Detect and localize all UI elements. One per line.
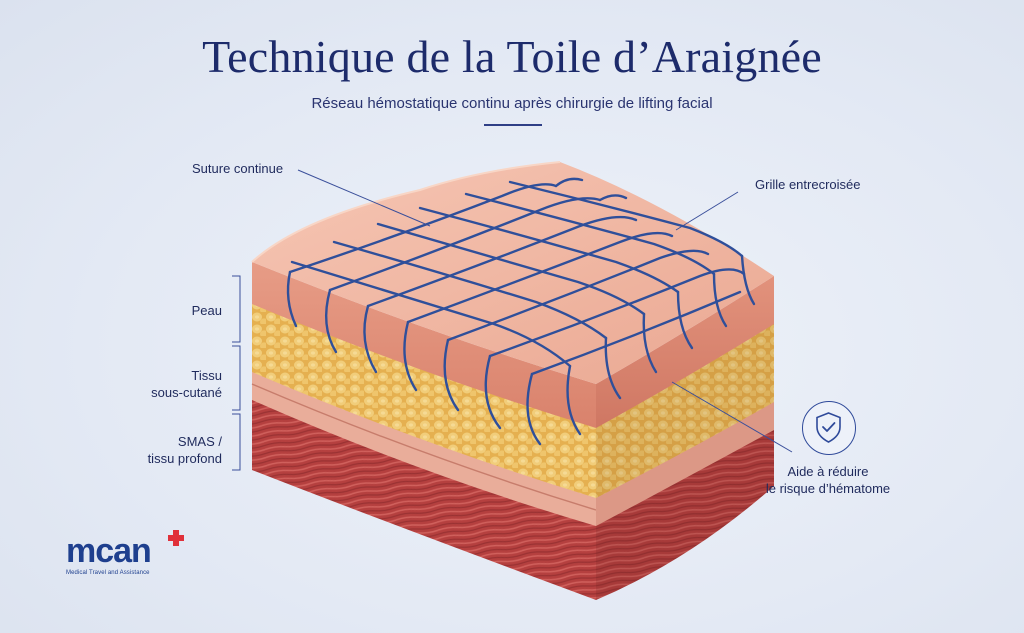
- label-smas-line2: tissu profond: [147, 451, 222, 466]
- smas-bracket: [232, 413, 241, 471]
- label-hematoma-line1: Aide à réduire: [787, 464, 869, 479]
- label-grid: Grille entrecroisée: [755, 177, 861, 192]
- logo-word: mcan: [66, 532, 152, 570]
- title-divider: [484, 124, 542, 126]
- skin-layer-front: [252, 262, 596, 428]
- label-tissu: Tissu sous-cutané: [120, 367, 222, 401]
- label-hematoma: Aide à réduire le risque d’hématome: [748, 463, 908, 497]
- label-tissu-line2: sous-cutané: [151, 385, 222, 400]
- smas-layer-side: [596, 425, 774, 600]
- suture-pointer-line: [297, 169, 431, 227]
- hematoma-pointer-line: [671, 381, 793, 453]
- peau-bracket: [232, 275, 241, 343]
- logo-tagline: Medical Travel and Assistance: [66, 570, 150, 576]
- fat-layer-front: [252, 300, 596, 498]
- label-suture: Suture continue: [192, 161, 284, 176]
- label-smas-line1: SMAS /: [177, 434, 222, 449]
- suture-grid: [286, 177, 756, 446]
- fascia-band-side: [596, 398, 774, 526]
- smas-layer-front: [252, 396, 596, 600]
- label-hematoma-line2: le risque d’hématome: [765, 481, 891, 496]
- grid-pointer-line: [675, 191, 739, 231]
- label-smas: SMAS / tissu profond: [120, 433, 222, 467]
- mcan-logo: mcan Medical Travel and Assistance: [66, 530, 184, 576]
- page-title: Technique de la Toile d’Araignée: [202, 31, 822, 82]
- label-tissu-line1: Tissu: [191, 368, 222, 383]
- medical-cross-icon: [168, 530, 184, 546]
- tissu-bracket: [232, 345, 241, 411]
- shield-check-icon: [802, 401, 856, 455]
- shield-check-glyph: [816, 412, 841, 443]
- fascia-band-front: [252, 368, 596, 526]
- fat-layer-side: [596, 320, 774, 498]
- skin-layer-side: [596, 276, 774, 428]
- label-peau: Peau: [191, 303, 222, 318]
- page-subtitle: Réseau hémostatique continu après chirur…: [311, 95, 713, 112]
